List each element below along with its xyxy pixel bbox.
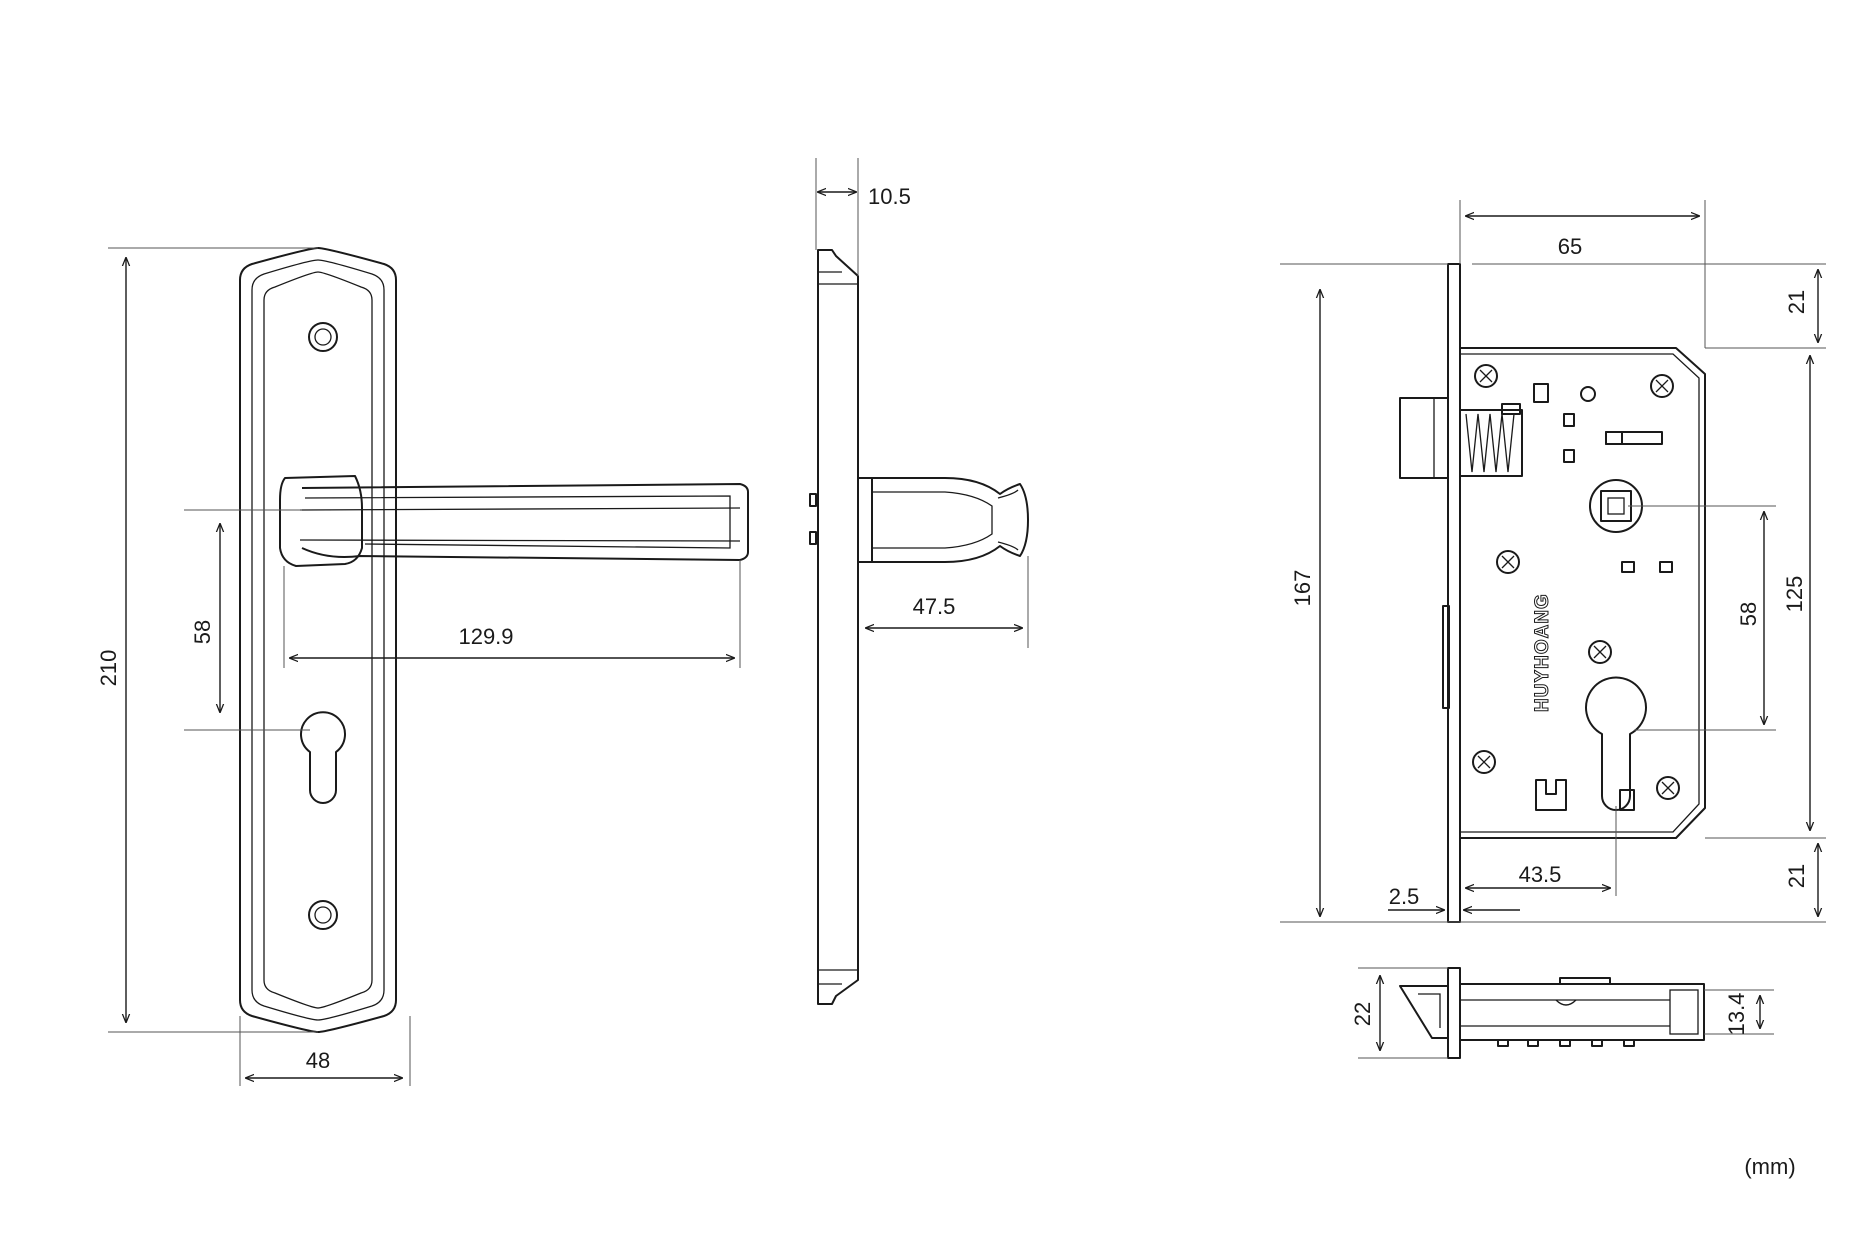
label-bottom-offset: 21 <box>1784 864 1809 888</box>
spindle-square <box>1600 490 1632 522</box>
faceplate <box>1447 263 1461 923</box>
brand-mark: HUYHOANG <box>1532 593 1553 712</box>
plate-inner-outline <box>251 259 385 1021</box>
top-case-body <box>1459 983 1705 1041</box>
label-case-body-height: 125 <box>1782 576 1807 613</box>
latch-spring-housing <box>1459 409 1523 477</box>
label-faceplate-thickness: 2.5 <box>1389 884 1420 909</box>
side-handle-neck <box>857 477 873 563</box>
key-hole <box>300 711 346 804</box>
label-lock-spacing: 58 <box>1736 602 1761 626</box>
latch-bolt <box>1399 397 1449 479</box>
top-latch-tongue <box>1399 985 1449 1039</box>
extension-lines <box>108 158 1826 1086</box>
plate-bevel <box>263 271 373 1009</box>
handle-lever <box>301 483 749 561</box>
label-case-height: 167 <box>1290 570 1315 607</box>
mortise-lock-body: HUYHOANG <box>1399 263 1706 923</box>
label-handle-projection: 47.5 <box>913 594 956 619</box>
label-case-depth: 13.4 <box>1724 993 1749 1036</box>
side-handle-lever <box>872 477 1029 563</box>
label-handle-to-key: 58 <box>190 620 215 644</box>
handle-lever-inner <box>304 495 731 549</box>
deadbolt-slot <box>1605 431 1663 445</box>
front-view-handle <box>239 247 749 1033</box>
bottom-screw-hole <box>308 900 338 930</box>
label-key-backset: 43.5 <box>1519 862 1562 887</box>
cylinder-hole <box>1585 676 1647 811</box>
handle-rose <box>279 475 363 567</box>
top-screw-hole-inner <box>314 328 332 346</box>
latch-spring <box>1465 413 1515 473</box>
side-view-handle <box>809 249 1029 1005</box>
dimension-labels: 210 58 129.9 48 10.5 47.5 65 21 167 58 1… <box>96 184 1809 1179</box>
unit-label: (mm) <box>1744 1154 1795 1179</box>
label-backset: 65 <box>1558 234 1582 259</box>
label-plate-thickness: 10.5 <box>868 184 911 209</box>
label-plate-height: 210 <box>96 650 121 687</box>
case-screws <box>1472 364 1680 800</box>
bottom-screw-hole-inner <box>314 906 332 924</box>
side-plate-outline <box>817 249 859 1005</box>
label-top-offset: 21 <box>1784 290 1809 314</box>
top-view-latch <box>1399 967 1705 1059</box>
top-faceplate <box>1447 967 1461 1059</box>
top-screw-hole <box>308 322 338 352</box>
lock-case <box>1459 347 1706 839</box>
dimension-lines <box>126 192 1818 1078</box>
label-handle-length: 129.9 <box>458 624 513 649</box>
label-plate-width: 48 <box>306 1048 330 1073</box>
label-latch-height: 22 <box>1350 1002 1375 1026</box>
plate-outline <box>239 247 397 1033</box>
